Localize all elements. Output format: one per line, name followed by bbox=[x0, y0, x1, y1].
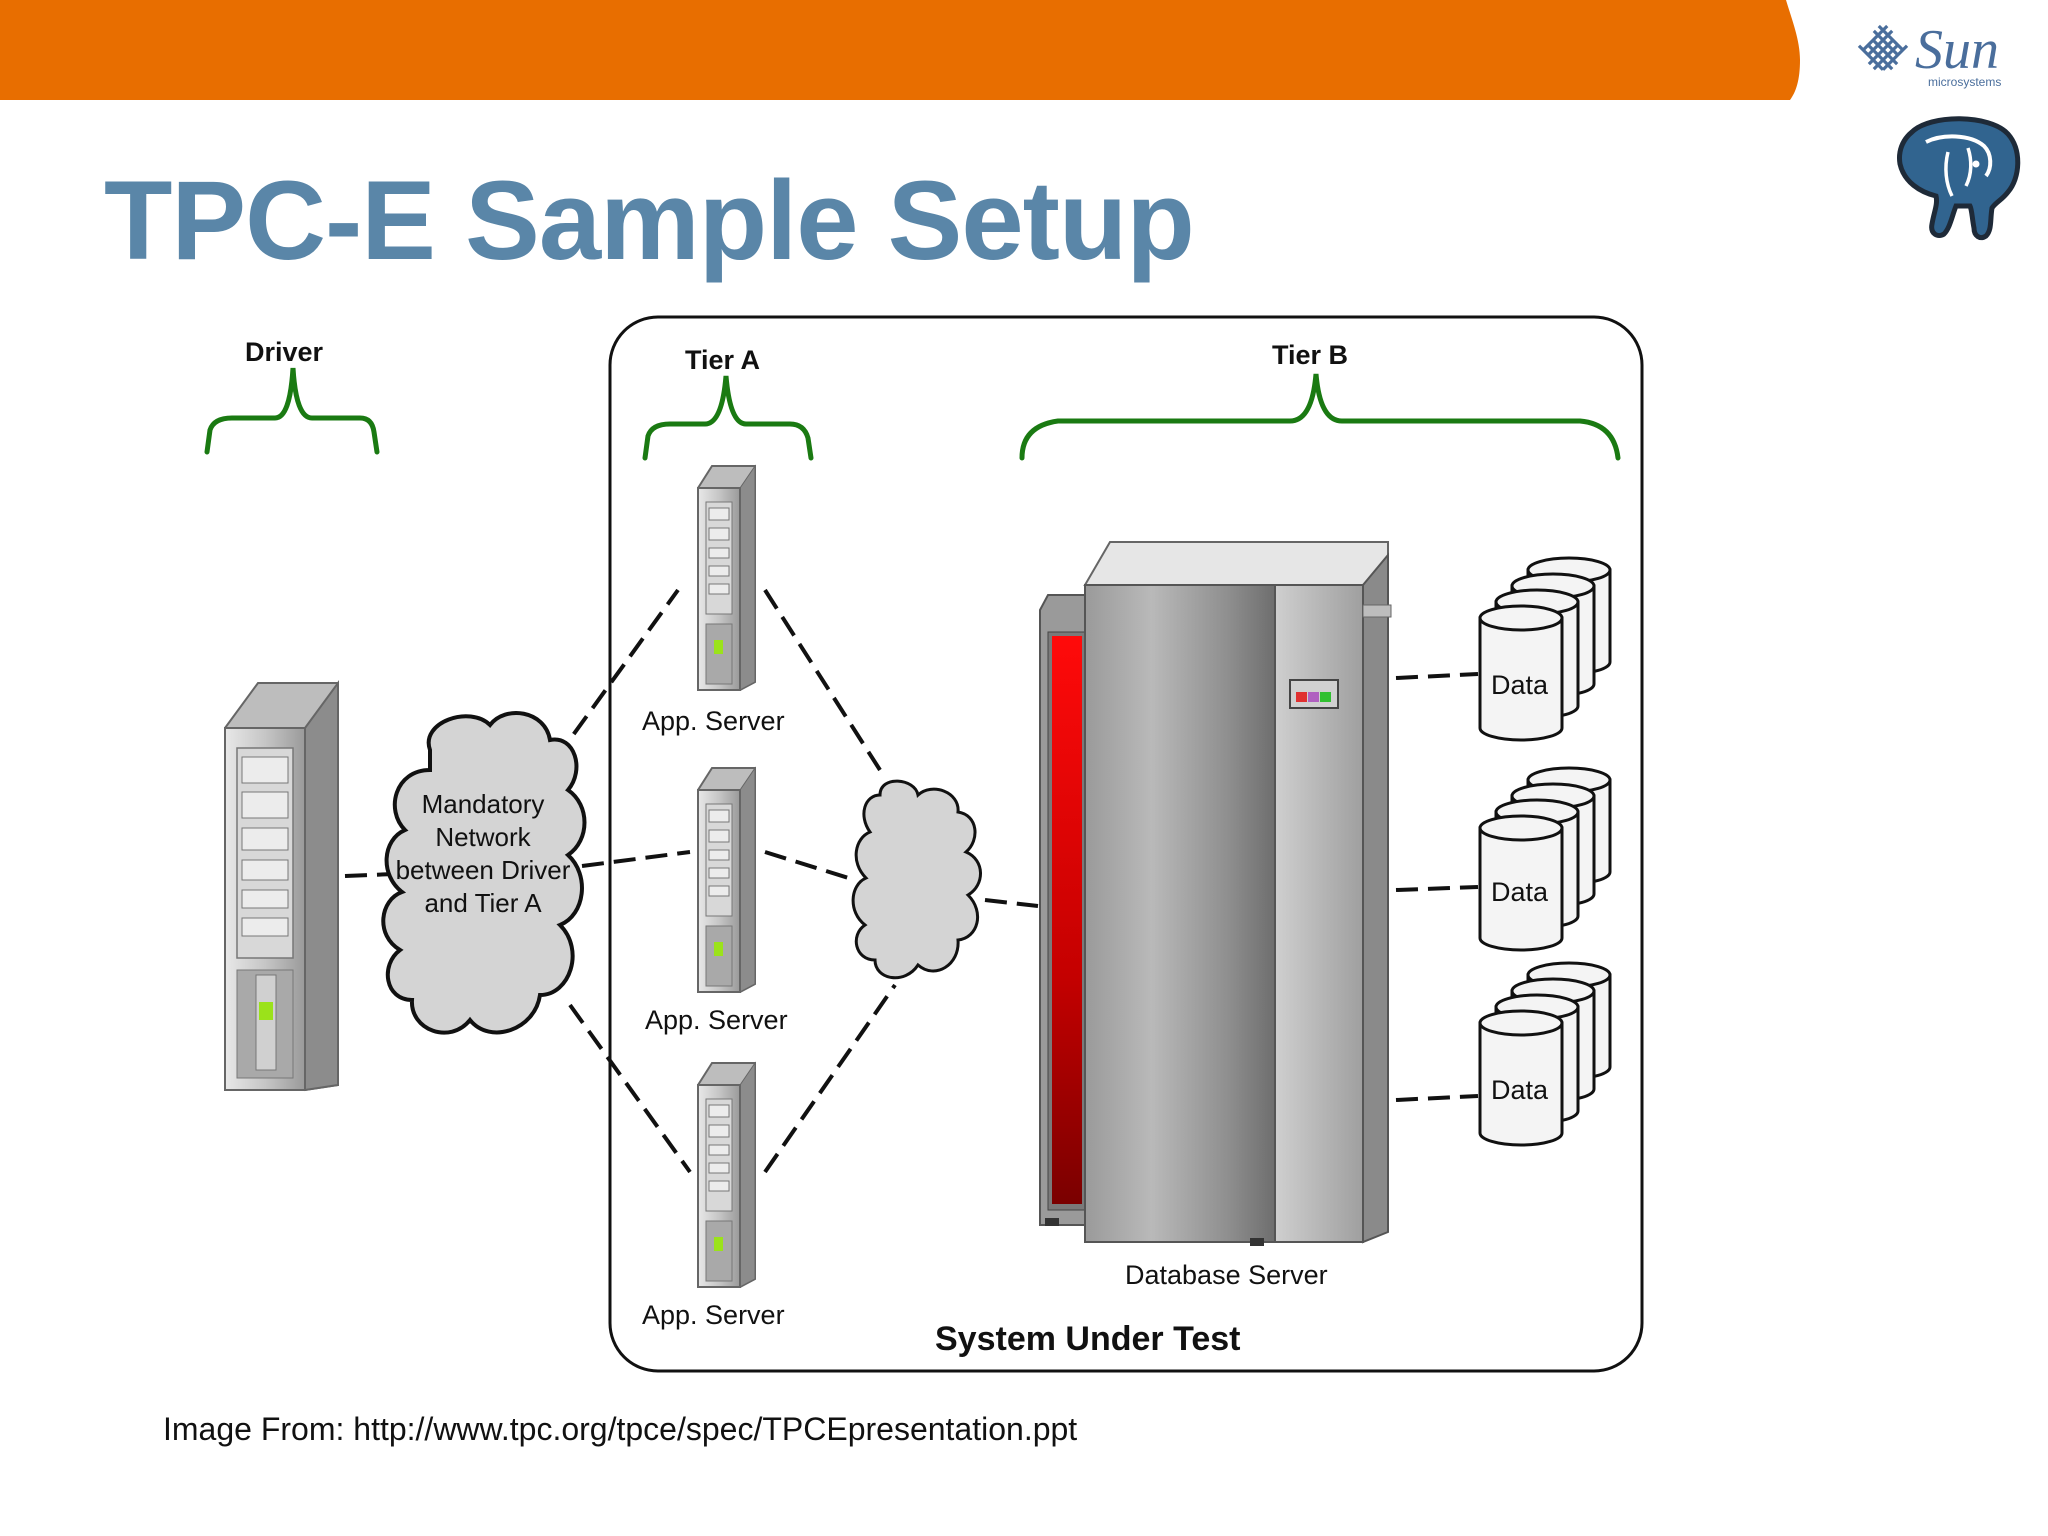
header-banner bbox=[0, 0, 1800, 100]
tier-a-label: Tier A bbox=[685, 345, 761, 375]
driver-brace bbox=[204, 367, 380, 455]
data-store-icon bbox=[1478, 961, 1612, 1147]
system-under-test-label: System Under Test bbox=[935, 1320, 1241, 1358]
slide-title: TPC-E Sample Setup bbox=[104, 158, 1195, 283]
network-cloud-icon bbox=[851, 779, 982, 980]
image-source-caption: Image From: http://www.tpc.org/tpce/spec… bbox=[163, 1411, 1078, 1447]
sun-logo-text: Sun bbox=[1915, 19, 1999, 81]
sun-microsystems-logo-icon: Sun microsystems bbox=[1857, 19, 2001, 89]
tier-a-brace bbox=[642, 375, 814, 461]
system-under-test-boundary bbox=[608, 315, 1644, 1373]
app-server-label: App. Server bbox=[642, 706, 785, 736]
tier-b-label: Tier B bbox=[1272, 340, 1349, 370]
driver-label: Driver bbox=[245, 337, 324, 367]
data-store-label: Data bbox=[1491, 877, 1549, 907]
app-server-label: App. Server bbox=[645, 1005, 788, 1035]
driver-server-icon bbox=[224, 679, 339, 1092]
app-server-icon bbox=[697, 464, 756, 691]
data-store-icon bbox=[1478, 556, 1612, 742]
app-server-icon bbox=[697, 766, 756, 993]
network-cloud-icon bbox=[381, 711, 587, 1035]
data-store-label: Data bbox=[1491, 1075, 1549, 1105]
sun-logo-subtext: microsystems bbox=[1928, 75, 2001, 89]
data-store-icon bbox=[1478, 766, 1612, 952]
tier-b-brace bbox=[1019, 373, 1621, 461]
data-store-label: Data bbox=[1491, 670, 1549, 700]
network-cloud-label: Mandatory Network between Driver and Tie… bbox=[395, 789, 571, 918]
app-server-label: App. Server bbox=[642, 1300, 785, 1330]
app-server-icon bbox=[697, 1061, 756, 1288]
database-server-label: Database Server bbox=[1125, 1260, 1328, 1290]
database-server-icon bbox=[1039, 541, 1392, 1246]
postgresql-elephant-icon bbox=[1897, 116, 2021, 241]
